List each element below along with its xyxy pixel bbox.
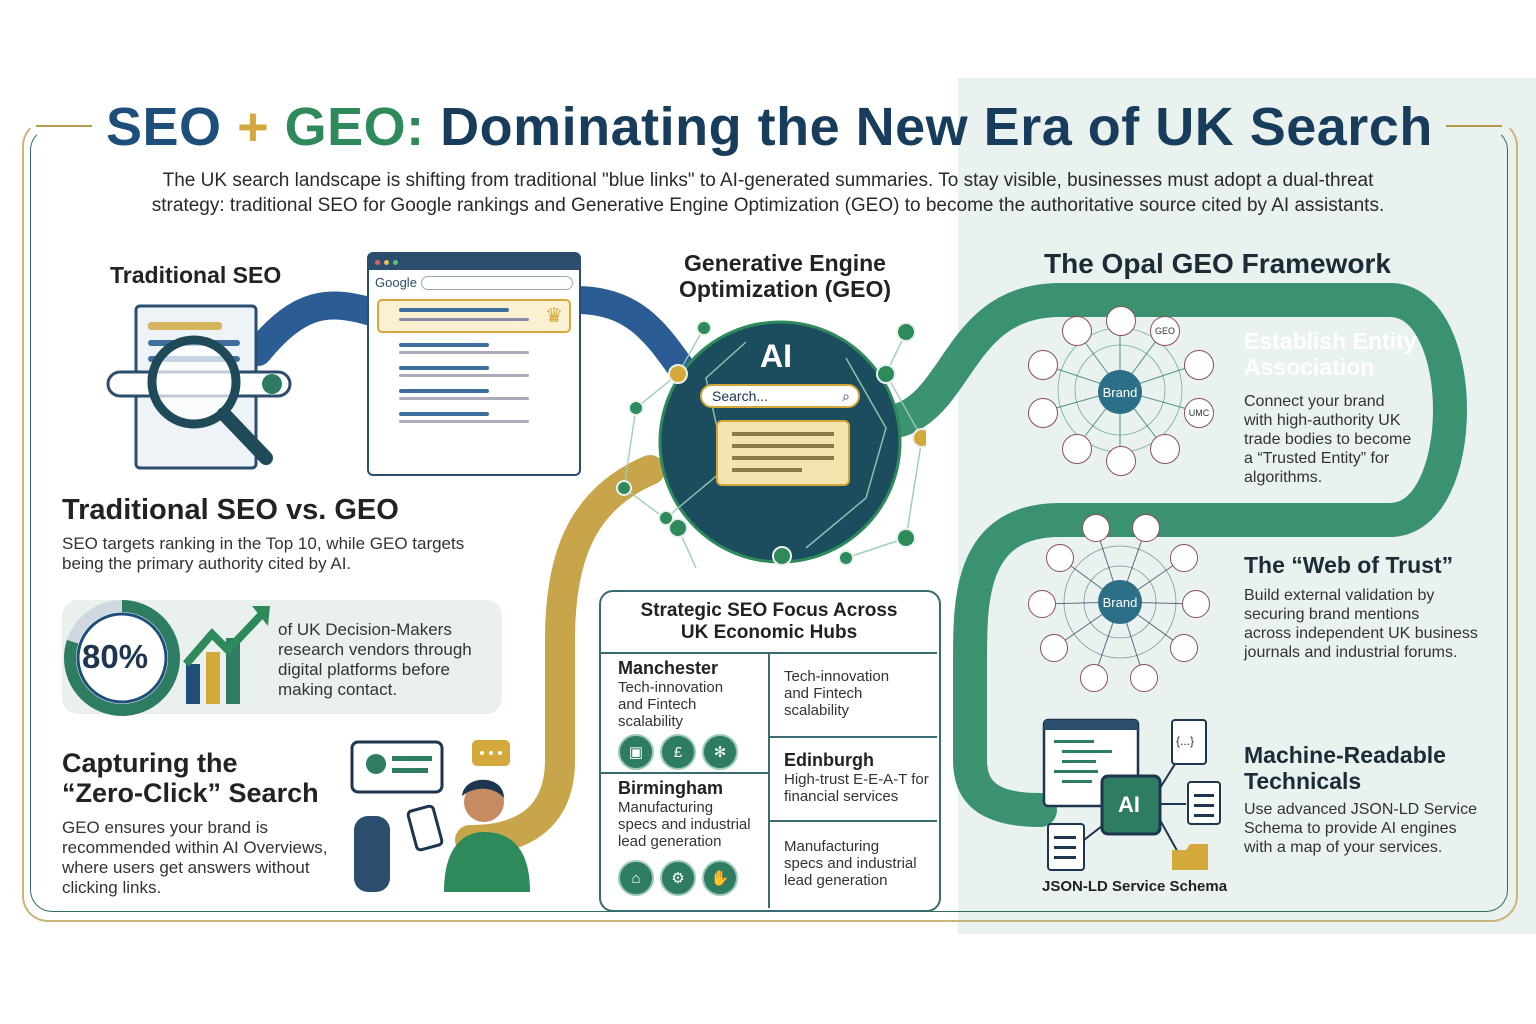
journal-node bbox=[1170, 544, 1198, 572]
journal-node bbox=[1046, 544, 1074, 572]
brand-node-2: Brand bbox=[1098, 580, 1142, 624]
google-logo: Google bbox=[375, 275, 417, 290]
birmingham-icons: ⌂ ⚙ ✋ bbox=[618, 860, 738, 896]
uk-hubs-table bbox=[599, 590, 941, 912]
geo-body-node: GEO bbox=[1150, 316, 1180, 346]
ai-search-input[interactable]: Search... ⌕ bbox=[700, 384, 860, 408]
table-divider-h4 bbox=[769, 820, 937, 822]
seo-vs-geo-body: SEO targets ranking in the Top 10, while… bbox=[62, 534, 465, 573]
handshake-node bbox=[1130, 664, 1158, 692]
trade-body-node bbox=[1106, 446, 1136, 476]
trade-body-node bbox=[1062, 316, 1092, 346]
currency-icon: £ bbox=[660, 734, 696, 770]
zero-click-body: GEO ensures your brand is recommended wi… bbox=[62, 818, 328, 897]
factory-icon: ⌂ bbox=[618, 860, 654, 896]
intro-text: The UK search landscape is shifting from… bbox=[151, 170, 1385, 216]
chip-icon: ▣ bbox=[618, 734, 654, 770]
trade-body-node bbox=[1184, 350, 1214, 380]
hub-birmingham: Birmingham Manufacturing specs and indus… bbox=[618, 778, 751, 850]
person-phone-illustration bbox=[350, 740, 530, 892]
brand-node-1: Brand bbox=[1098, 370, 1142, 414]
handshake-icon: ✋ bbox=[702, 860, 738, 896]
title-rule-left bbox=[36, 125, 92, 127]
stat-value: 80% bbox=[82, 638, 149, 675]
geo-heading: Generative Engine Optimization (GEO) bbox=[678, 250, 892, 302]
table-divider-h3 bbox=[769, 736, 937, 738]
serp-search-box[interactable] bbox=[420, 275, 573, 290]
traditional-seo-label: Traditional SEO bbox=[110, 262, 282, 288]
journal-node bbox=[1182, 590, 1210, 618]
entity-heading: Establish Entity Association bbox=[1244, 328, 1417, 380]
trade-body-node bbox=[1028, 398, 1058, 428]
outer-frame bbox=[22, 120, 1518, 922]
result-list bbox=[383, 343, 565, 423]
journal-node bbox=[1080, 664, 1108, 692]
growth-chart-icon bbox=[182, 606, 270, 704]
zero-click-heading: Capturing the “Zero-Click” Search bbox=[62, 748, 319, 808]
web-of-trust-heading: The “Web of Trust” bbox=[1244, 552, 1454, 578]
stat-ring bbox=[64, 600, 180, 716]
hub-birmingham-right: Manufacturing specs and industrial lead … bbox=[784, 838, 917, 889]
page-title: SEO + GEO: Dominating the New Era of UK … bbox=[106, 97, 1433, 157]
search-icon: ⌕ bbox=[842, 387, 850, 404]
journal-node bbox=[1028, 590, 1056, 618]
trade-body-node bbox=[1150, 434, 1180, 464]
ai-chip-label: AI bbox=[1118, 792, 1140, 817]
journal-node bbox=[1132, 514, 1160, 542]
trade-body-node bbox=[1106, 306, 1136, 336]
schema-caption: JSON-LD Service Schema bbox=[1042, 878, 1228, 895]
hub-manchester-right: Tech-innovation and Fintech scalability bbox=[784, 668, 890, 719]
entity-body: Connect your brand with high-authority U… bbox=[1244, 393, 1412, 486]
hubs-table-title: Strategic SEO Focus Across UK Economic H… bbox=[640, 600, 898, 643]
title-rule-right bbox=[1446, 125, 1502, 127]
journal-node bbox=[1170, 634, 1198, 662]
seo-vs-geo-heading: Traditional SEO vs. GEO bbox=[62, 494, 399, 526]
json-braces-glyph: {...} bbox=[1176, 734, 1195, 748]
top-result-highlight: ♛ bbox=[377, 299, 571, 333]
machine-readable-body: Use advanced JSON-LD Service Schema to p… bbox=[1244, 801, 1477, 856]
journal-node bbox=[1040, 634, 1068, 662]
ai-answer-card bbox=[716, 420, 850, 486]
table-divider-h2 bbox=[601, 772, 769, 774]
bee-icon: ✻ bbox=[702, 734, 738, 770]
hub-manchester: Manchester Tech-innovation and Fintech s… bbox=[618, 658, 724, 730]
json-ld-schema-illustration bbox=[1042, 718, 1221, 871]
trade-body-node bbox=[1062, 434, 1092, 464]
umc-body-node: UMC bbox=[1184, 398, 1214, 428]
manchester-icons: ▣ £ ✻ bbox=[618, 734, 738, 770]
document-magnifier-icon bbox=[106, 304, 292, 470]
hub-edinburgh: Edinburgh High-trust E-E-A-T for financi… bbox=[784, 750, 929, 805]
google-results-window: Google ♛ bbox=[367, 252, 581, 476]
gear-icon: ⚙ bbox=[660, 860, 696, 896]
table-divider-v bbox=[768, 652, 770, 908]
stat-description: of UK Decision-Makers research vendors t… bbox=[278, 620, 472, 699]
window-titlebar bbox=[369, 254, 579, 270]
framework-title: The Opal GEO Framework bbox=[1044, 248, 1391, 279]
machine-readable-heading: Machine-Readable Technicals bbox=[1244, 742, 1446, 794]
journal-node bbox=[1082, 514, 1110, 542]
web-of-trust-body: Build external validation by securing br… bbox=[1244, 587, 1478, 661]
trade-body-node bbox=[1028, 350, 1058, 380]
crown-icon: ♛ bbox=[545, 305, 563, 327]
ai-label: AI bbox=[760, 338, 792, 374]
